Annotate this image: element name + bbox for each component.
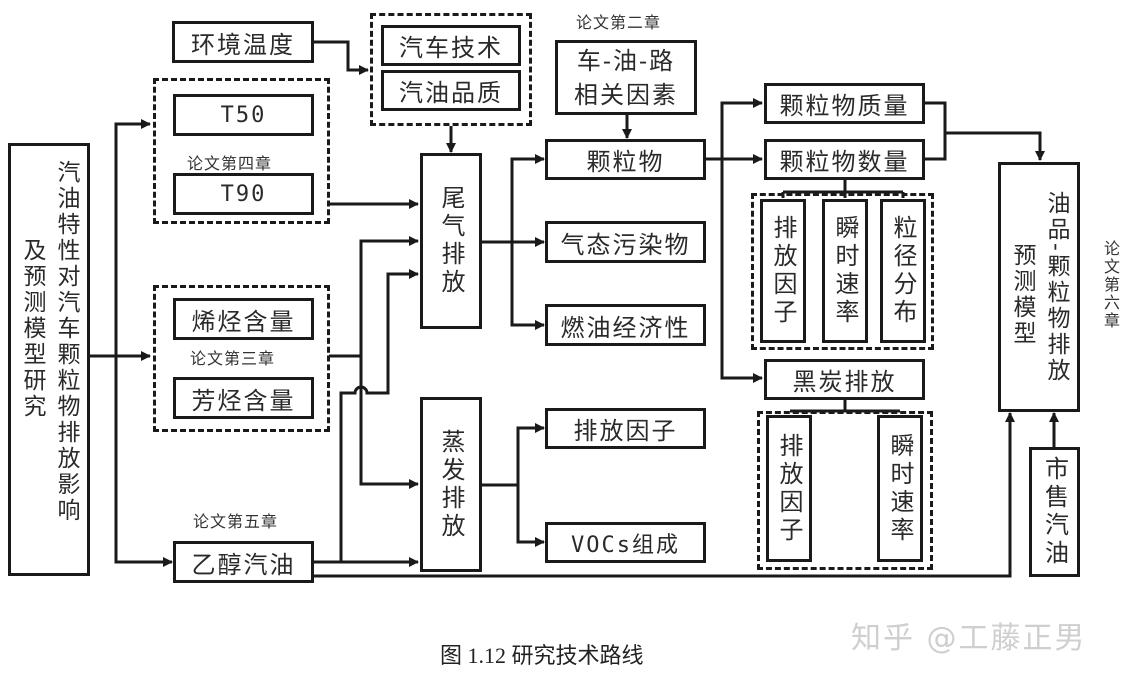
exhaust-emission-box: 尾气排放 <box>420 153 482 329</box>
arrow-ethanol-to-prediction <box>313 412 1015 578</box>
arrow-ch3-to-exhaust <box>329 236 419 358</box>
vehicle-fuel-group <box>370 13 532 126</box>
arrow-main-to-ethanol <box>114 356 173 567</box>
main-topic-box: 汽油特性对汽车颗粒物排放影响 及预测模型研究 <box>8 143 90 576</box>
chapter3-label: 论文第三章 <box>190 349 276 368</box>
gas-quality-box: 汽油品质 <box>381 70 521 111</box>
t50-box: T50 <box>173 94 314 136</box>
pn-size-distribution-box: 粒径分布 <box>880 199 926 343</box>
pm-mass-box: 颗粒物质量 <box>764 83 925 124</box>
aromatic-box: 芳烃含量 <box>173 377 314 419</box>
arrow-join-to-prediction <box>945 131 1045 161</box>
main-topic-line1: 汽油特性对汽车颗粒物排放影响 <box>53 160 79 524</box>
chapter6-label: 论文第六章 <box>1101 240 1120 330</box>
prediction-model-box: 油品-颗粒物排放 预测模型 <box>998 162 1080 412</box>
fuel-economy-box: 燃油经济性 <box>545 304 706 346</box>
ethanol-gas-box: 乙醇汽油 <box>173 541 314 583</box>
line-mass-to-join <box>925 101 947 161</box>
chapter3-group <box>153 285 330 432</box>
chapter2-label: 论文第二章 <box>576 13 662 32</box>
figure-caption: 图 1.12 研究技术路线 <box>440 643 644 668</box>
vocs-composition-box: VOCs组成 <box>545 522 706 563</box>
pn-emission-factor-box: 排放因子 <box>760 199 806 343</box>
arrow-envtemp-to-group <box>314 40 369 75</box>
bc-detail-group <box>757 411 933 570</box>
related-factors-text: 相关因素 <box>574 80 678 109</box>
evaporative-emission-box: 蒸发排放 <box>420 397 482 572</box>
prediction-line2: 预测模型 <box>1009 243 1035 347</box>
evap-emission-factor-box: 排放因子 <box>545 408 706 449</box>
chapter5-label: 论文第五章 <box>193 512 279 531</box>
chapter4-label: 论文第四章 <box>187 154 273 173</box>
main-topic-line2: 及预测模型研究 <box>19 238 45 420</box>
arrow-ethanol-to-exhaust <box>339 269 419 562</box>
bc-emission-factor-box: 排放因子 <box>766 415 812 562</box>
arrow-particulate-to-mass <box>720 98 763 159</box>
arrow-main-to-chapter4 <box>114 119 151 356</box>
arrow-particulate-to-bc <box>720 159 763 383</box>
arrow-evap-to-factor <box>516 423 545 485</box>
watermark: 知乎 @工藤正男 <box>851 621 1087 656</box>
chapter4-group <box>153 78 330 224</box>
car-tech-box: 汽车技术 <box>381 25 521 66</box>
pn-detail-group <box>751 193 934 350</box>
market-gasoline-box: 市售汽油 <box>1029 447 1080 577</box>
car-oil-road-box: 车-油-路 相关因素 <box>555 40 697 115</box>
particulate-box: 颗粒物 <box>545 139 706 180</box>
gaseous-pollutant-box: 气态污染物 <box>545 221 706 263</box>
arrow-exhaust-to-particulate <box>510 154 545 242</box>
arrow-ch3-to-evap <box>359 356 419 489</box>
t90-box: T90 <box>173 173 314 215</box>
black-carbon-box: 黑炭排放 <box>764 359 925 400</box>
env-temp-box: 环境温度 <box>172 21 314 63</box>
prediction-line1: 油品-颗粒物排放 <box>1043 191 1069 384</box>
pm-number-box: 颗粒物数量 <box>764 139 925 180</box>
arrow-exhaust-to-fueleconomy <box>510 242 545 330</box>
pn-instant-rate-box: 瞬时速率 <box>822 199 868 343</box>
olefin-box: 烯烃含量 <box>173 298 314 340</box>
arrow-evap-to-vocs <box>516 485 545 547</box>
car-oil-road-text: 车-油-路 <box>576 46 676 75</box>
bc-instant-rate-box: 瞬时速率 <box>877 415 923 562</box>
